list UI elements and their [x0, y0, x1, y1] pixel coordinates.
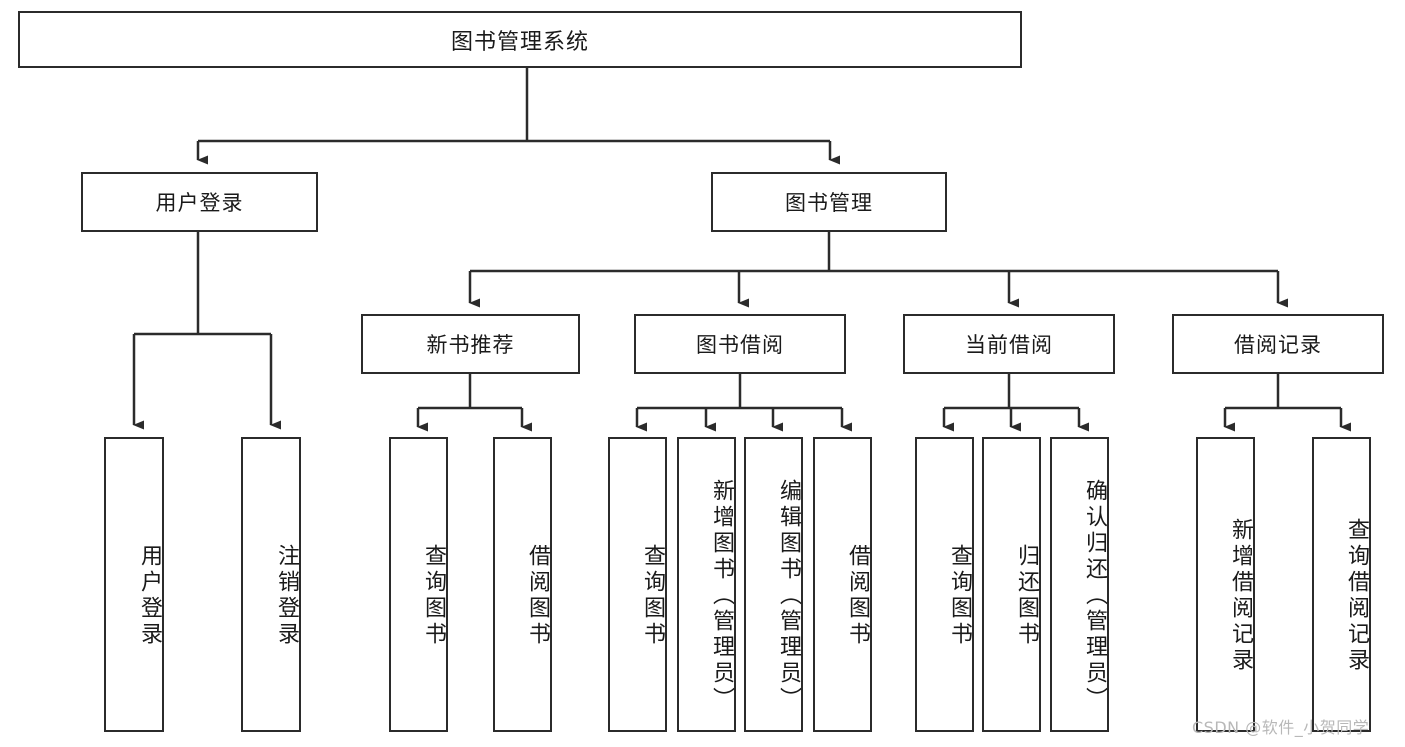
- leaf-label: 注销登录: [274, 543, 299, 648]
- leaf-label: 查询借阅记录: [1344, 517, 1369, 674]
- leaf-label: 新增图书（管理员）: [709, 478, 734, 713]
- leaf-return-book[interactable]: 归还图书: [982, 437, 1041, 732]
- leaf-add-borrow-record[interactable]: 新增借阅记录: [1196, 437, 1255, 732]
- leaf-label: 用户登录: [137, 543, 162, 648]
- node-root[interactable]: 图书管理系统: [18, 11, 1022, 68]
- node-user-login[interactable]: 用户登录: [81, 172, 318, 232]
- leaf-label: 查询图书: [947, 543, 972, 648]
- node-borrow-record[interactable]: 借阅记录: [1172, 314, 1384, 374]
- leaf-label: 查询图书: [421, 543, 446, 648]
- node-current-borrow[interactable]: 当前借阅: [903, 314, 1115, 374]
- node-book-manage[interactable]: 图书管理: [711, 172, 947, 232]
- leaf-query-borrow-record[interactable]: 查询借阅记录: [1312, 437, 1371, 732]
- node-book-borrow[interactable]: 图书借阅: [634, 314, 846, 374]
- leaf-edit-book-admin[interactable]: 编辑图书（管理员）: [744, 437, 803, 732]
- leaf-label: 确认归还（管理员）: [1082, 478, 1107, 713]
- leaf-query-book-borrow[interactable]: 查询图书: [608, 437, 667, 732]
- leaf-add-book-admin[interactable]: 新增图书（管理员）: [677, 437, 736, 732]
- leaf-user-logout[interactable]: 注销登录: [241, 437, 301, 732]
- leaf-label: 归还图书: [1014, 543, 1039, 648]
- node-new-book-recommend[interactable]: 新书推荐: [361, 314, 580, 374]
- leaf-label: 查询图书: [640, 543, 665, 648]
- leaf-label: 借阅图书: [525, 543, 550, 648]
- leaf-label: 借阅图书: [845, 543, 870, 648]
- leaf-label: 新增借阅记录: [1228, 517, 1253, 674]
- leaf-borrow-book-recommend[interactable]: 借阅图书: [493, 437, 552, 732]
- leaf-user-login[interactable]: 用户登录: [104, 437, 164, 732]
- leaf-label: 编辑图书（管理员）: [776, 478, 801, 713]
- leaf-borrow-book[interactable]: 借阅图书: [813, 437, 872, 732]
- leaf-query-book-current[interactable]: 查询图书: [915, 437, 974, 732]
- leaf-confirm-return-admin[interactable]: 确认归还（管理员）: [1050, 437, 1109, 732]
- leaf-query-book-recommend[interactable]: 查询图书: [389, 437, 448, 732]
- csdn-watermark: CSDN @软件_小贺同学: [1192, 718, 1370, 737]
